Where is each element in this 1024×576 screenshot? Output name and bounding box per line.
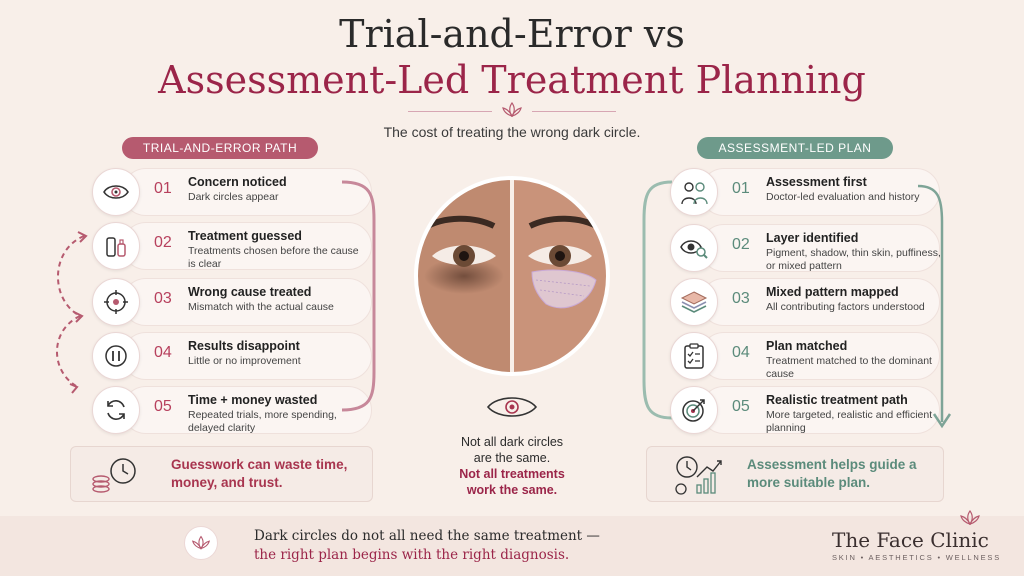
right-step-1: 01 Assessment first Doctor-led evaluatio… — [670, 166, 950, 216]
target-icon — [92, 278, 140, 326]
step-label: Concern noticed — [188, 175, 287, 189]
footer-band — [0, 516, 1024, 576]
assessment-pill: ASSESSMENT-LED PLAN — [697, 137, 893, 159]
subtitle: The cost of treating the wrong dark circ… — [383, 124, 641, 140]
loop-arrows-icon — [56, 231, 88, 394]
eye-icon — [486, 397, 538, 417]
step-number: 02 — [732, 236, 750, 253]
step-desc: Treatments chosen before the cause is cl… — [188, 245, 359, 270]
step-desc: Treatment matched to the dominant cause — [766, 355, 932, 380]
step-desc: Repeated trials, more spending, delayed … — [188, 409, 337, 434]
layers-icon — [670, 278, 718, 326]
right-step-4: 04 Plan matched Treatment matched to the… — [670, 330, 950, 380]
refresh-icon — [92, 386, 140, 434]
brand-name: The Face Clinic — [832, 528, 989, 552]
step-desc: More targeted, realistic and efficient p… — [766, 409, 933, 434]
step-label: Layer identified — [766, 231, 859, 245]
face-comparison-image — [414, 176, 610, 376]
center-message: Not all dark circles are the same. Not a… — [420, 434, 604, 498]
left-step-4: 04 Results disappoint Little or no impro… — [92, 330, 372, 380]
footer-message: Dark circles do not all need the same tr… — [254, 527, 600, 565]
step-label: Realistic treatment path — [766, 393, 908, 407]
step-number: 02 — [154, 234, 172, 251]
step-number: 03 — [732, 290, 750, 307]
lotus-icon — [502, 102, 522, 118]
products-icon — [92, 222, 140, 270]
center-line-3: Not all treatments — [459, 467, 565, 481]
magnify-eye-icon — [670, 224, 718, 272]
eye-icon — [92, 168, 140, 216]
step-number: 05 — [732, 398, 750, 415]
step-number: 05 — [154, 398, 172, 415]
center-line-2: are the same. — [473, 451, 551, 465]
lotus-icon — [960, 510, 980, 526]
step-number: 04 — [732, 344, 750, 361]
divider-right — [532, 111, 616, 112]
chart-clock-icon — [675, 456, 722, 495]
step-number: 01 — [154, 180, 172, 197]
assessment-callout: Assessment helps guide a more suitable p… — [646, 446, 944, 502]
center-line-4: work the same. — [466, 483, 558, 497]
trial-error-pill: TRIAL-AND-ERROR PATH — [122, 137, 318, 159]
left-step-1: 01 Concern noticed Dark circles appear — [92, 166, 372, 216]
step-label: Plan matched — [766, 339, 848, 353]
guesswork-callout: Guesswork can waste time, money, and tru… — [70, 446, 373, 502]
left-step-2: 02 Treatment guessed Treatments chosen b… — [92, 220, 372, 270]
step-label: Treatment guessed — [188, 229, 302, 243]
right-step-2: 02 Layer identified Pigment, shadow, thi… — [670, 222, 950, 272]
bullseye-icon — [670, 386, 718, 434]
footer-line-2: the right plan begins with the right dia… — [254, 547, 570, 563]
step-number: 04 — [154, 344, 172, 361]
guesswork-text: Guesswork can waste time, money, and tru… — [171, 457, 348, 490]
title-line-2: Assessment-Led Treatment Planning — [158, 58, 866, 102]
bracket-right-icon — [642, 180, 673, 420]
clipboard-icon — [670, 332, 718, 380]
step-number: 01 — [732, 180, 750, 197]
footer-line-1: Dark circles do not all need the same tr… — [254, 528, 600, 544]
left-step-3: 03 Wrong cause treated Mismatch with the… — [92, 276, 372, 326]
title-line-1: Trial-and-Error vs — [339, 12, 685, 56]
step-label: Assessment first — [766, 175, 867, 189]
step-desc: All contributing factors understood — [766, 301, 925, 313]
lotus-icon — [184, 526, 218, 560]
step-desc: Pigment, shadow, thin skin, puffiness, o… — [766, 247, 941, 272]
step-label: Results disappoint — [188, 339, 300, 353]
doctor-icon — [670, 168, 718, 216]
right-step-3: 03 Mixed pattern mapped All contributing… — [670, 276, 950, 326]
divider-left — [408, 111, 492, 112]
step-desc: Doctor-led evaluation and history — [766, 191, 920, 203]
step-label: Wrong cause treated — [188, 285, 312, 299]
step-label: Mixed pattern mapped — [766, 285, 899, 299]
step-desc: Little or no improvement — [188, 355, 301, 367]
step-desc: Dark circles appear — [188, 191, 279, 203]
coins-clock-icon — [92, 458, 136, 493]
left-step-5: 05 Time + money wasted Repeated trials, … — [92, 384, 372, 434]
right-step-5: 05 Realistic treatment path More targete… — [670, 384, 950, 434]
assessment-text: Assessment helps guide a more suitable p… — [747, 457, 917, 490]
step-number: 03 — [154, 290, 172, 307]
bracket-left-icon — [341, 180, 376, 412]
pause-icon — [92, 332, 140, 380]
step-desc: Mismatch with the actual cause — [188, 301, 334, 313]
brand-tagline: SKIN • AESTHETICS • WELLNESS — [832, 553, 1002, 562]
center-line-1: Not all dark circles — [460, 435, 564, 449]
step-label: Time + money wasted — [188, 393, 318, 407]
down-arrow-icon — [917, 184, 952, 429]
